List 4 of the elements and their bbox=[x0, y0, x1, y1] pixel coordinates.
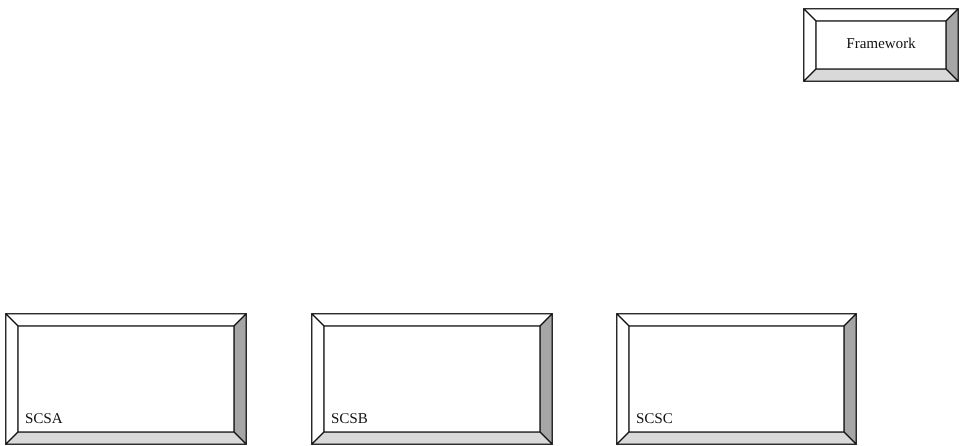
box-label: SCSA bbox=[25, 411, 63, 428]
box-label: SCSC bbox=[636, 411, 673, 428]
box-label: SCSB bbox=[331, 411, 368, 428]
box-label: Framework bbox=[845, 36, 917, 53]
